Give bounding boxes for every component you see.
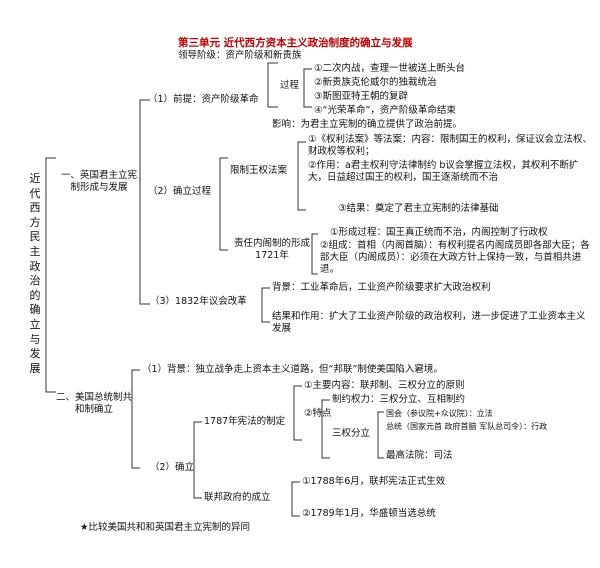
us-establish-label: （2）确立 bbox=[150, 462, 195, 473]
limit-brace bbox=[297, 141, 306, 211]
cabinet-brace bbox=[311, 233, 318, 275]
us-president: 总统（国家元首 政府首脑 军队总司令）：行政 bbox=[386, 422, 548, 431]
footer-note: ★比较美国共和和英国君主立宪制的异同 bbox=[80, 522, 251, 533]
us-brace bbox=[131, 369, 140, 469]
root-brace bbox=[45, 157, 56, 393]
uk-premise-label: （1）前提：资产阶级革命 bbox=[148, 94, 259, 105]
us-constitution-main: ①主要内容：联邦制、三权分立的原则 bbox=[304, 380, 465, 391]
us-federal-item-2: ②1789年1月，华盛顿当选总统 bbox=[302, 508, 436, 519]
us-background: （1）背景：独立战争走上资本主义道路，但“邦联”制使美国陷入窘境。 bbox=[142, 364, 443, 375]
uk-limit-content: ①《权利法案》等法案：内容：限制国王的权利，保证议会立法权、财政权等权利； bbox=[308, 134, 593, 157]
us-court: 最高法院：司法 bbox=[386, 450, 453, 461]
uk-process-item-3: ③斯图亚特王朝的复辟 bbox=[314, 91, 409, 102]
us-establish-brace bbox=[193, 421, 202, 499]
uk-process-label: 过程 bbox=[280, 80, 300, 91]
root-node: 近代西方民主政治的确立与发展 bbox=[29, 172, 41, 375]
uk-establish-label: （2）确立过程 bbox=[148, 186, 212, 197]
uk-limit-label: 限制王权法案 bbox=[230, 165, 288, 176]
us-section-label: 二、美国总统制共和制确立 bbox=[56, 392, 133, 415]
uk-section-label: 一、英国君主立宪制形成与发展 bbox=[60, 170, 137, 193]
uk-cabinet-formation: ①形成过程：国王真正统而不治，内阁控制了行政权 bbox=[330, 227, 548, 238]
uk-process-item-2: ②新贵族克伦威尔的独裁统治 bbox=[314, 77, 437, 88]
uk-reform-label: （3）1832年议会改革 bbox=[150, 296, 247, 307]
us-congress: 国会（参议院+众议院）：立法 bbox=[386, 409, 493, 418]
page-title: 第三单元 近代西方资本主义政治制度的确立与发展 bbox=[178, 37, 413, 49]
process-brace bbox=[303, 68, 312, 108]
separation-brace bbox=[377, 411, 384, 459]
uk-cabinet-label: 责任内阁制的形成1721年 bbox=[233, 238, 310, 261]
us-checks: 制约权力：三权分立、互相制约 bbox=[332, 394, 466, 405]
uk-impact: 影响：为君主立宪制的确立提供了政治前提。 bbox=[272, 119, 463, 130]
us-separation-label: 三权分立 bbox=[332, 428, 371, 439]
establish-brace bbox=[219, 157, 228, 251]
uk-brace bbox=[139, 99, 150, 305]
federal-brace bbox=[291, 481, 300, 517]
features-brace bbox=[321, 399, 330, 459]
constitution-brace bbox=[293, 385, 302, 441]
premise-brace bbox=[267, 62, 278, 108]
uk-leaders: 领导阶级：资产阶级和新贵族 bbox=[178, 50, 302, 61]
us-features-label: ②特点 bbox=[304, 408, 332, 419]
us-constitution-label: 1787年宪法的制定 bbox=[204, 416, 286, 427]
uk-cabinet-organization: ②组成：首相（内阁首脑）：有权利提名内阁成员即各部大臣；各部大臣（内阁成员）：必… bbox=[320, 240, 590, 275]
uk-limit-result: ③结果：奠定了君主立宪制的法律基础 bbox=[338, 203, 499, 214]
uk-reform-result: 结果和作用：扩大了工业资产阶级的政治权利，进一步促进了工业资本主义发展 bbox=[272, 311, 586, 334]
uk-process-item-1: ①二次内战，查理一世被送上断头台 bbox=[314, 63, 466, 74]
us-federal-item-1: ①1788年6月，联邦宪法正式生效 bbox=[302, 476, 446, 487]
uk-limit-effect: ②作用：a君主权利守法律制约 b议会掌握立法权，其权利不断扩大，日益超过国王的权… bbox=[308, 160, 579, 183]
uk-reform-background: 背景：工业革命后，工业资产阶级要求扩大政治权利 bbox=[272, 282, 491, 293]
us-federal-label: 联邦政府的成立 bbox=[204, 492, 271, 503]
uk-process-item-4: ④“光荣革命”，资产阶级革命结束 bbox=[314, 105, 456, 116]
reform-brace bbox=[261, 287, 270, 323]
